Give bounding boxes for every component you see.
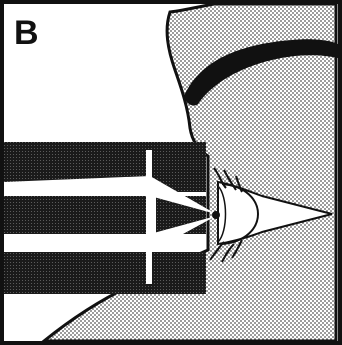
instrument-block-lower xyxy=(4,252,206,294)
focus-point xyxy=(212,211,220,219)
vertical-slit xyxy=(146,150,152,284)
panel-label: B xyxy=(14,14,39,52)
